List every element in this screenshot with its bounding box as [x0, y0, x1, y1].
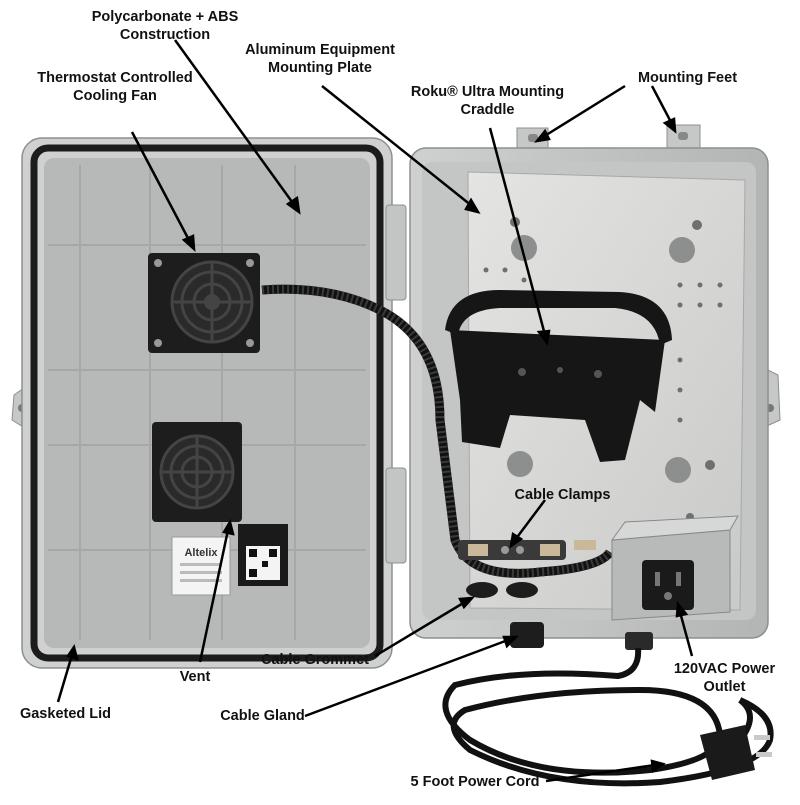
- callout-outlet-line2: Outlet: [703, 679, 746, 695]
- callout-lid: Gasketed Lid: [8, 705, 123, 723]
- vent: [152, 422, 242, 522]
- callout-cradle: Roku® Ultra Mounting Craddle: [395, 83, 580, 119]
- brand-text: Altelix: [184, 547, 218, 559]
- callout-vent-line1: Vent: [179, 669, 211, 685]
- callout-cord: 5 Foot Power Cord: [400, 773, 550, 791]
- callout-fan-line1: Thermostat Controlled: [37, 70, 193, 86]
- cooling-fan: [148, 253, 260, 353]
- qr-label: [238, 524, 288, 586]
- callout-vent: Vent: [165, 668, 225, 686]
- callout-plate-line2: Mounting Plate: [268, 60, 372, 76]
- callout-lid-line1: Gasketed Lid: [19, 706, 112, 722]
- callout-grommet: Cable Grommet: [250, 651, 380, 669]
- plate-holes: [477, 217, 723, 521]
- gasketed-lid: [11, 137, 407, 669]
- callout-cradle-line2: Craddle: [460, 102, 515, 118]
- callout-clamps: Cable Clamps: [495, 486, 630, 504]
- callout-construction-line2: Construction: [119, 27, 211, 43]
- callout-feet-line1: Mounting Feet: [637, 70, 738, 86]
- cable-grommets: [466, 582, 538, 598]
- callout-construction: Polycarbonate + ABS Construction: [60, 8, 270, 44]
- callout-cord-line1: 5 Foot Power Cord: [410, 774, 540, 790]
- plug: [700, 725, 772, 780]
- callout-fan-line2: Cooling Fan: [73, 88, 157, 104]
- callout-plate: Aluminum Equipment Mounting Plate: [225, 41, 415, 77]
- callout-outlet: 120VAC Power Outlet: [662, 660, 787, 696]
- callout-grommet-line1: Cable Grommet: [261, 652, 369, 668]
- power-outlet: [610, 515, 739, 621]
- callout-gland-line1: Cable Gland: [220, 708, 305, 724]
- callout-gland: Cable Gland: [210, 707, 315, 725]
- cable-clamps: [458, 540, 596, 560]
- mounting-cradle: [445, 290, 672, 462]
- callout-cradle-line1: Roku® Ultra Mounting: [410, 84, 565, 100]
- callout-feet: Mounting Feet: [615, 69, 760, 87]
- leader-lines: [56, 39, 694, 783]
- callout-construction-line1: Polycarbonate + ABS: [91, 9, 239, 25]
- callout-plate-line1: Aluminum Equipment: [245, 42, 395, 58]
- callout-outlet-line1: 120VAC Power: [673, 661, 776, 677]
- callout-fan: Thermostat Controlled Cooling Fan: [15, 69, 215, 105]
- callout-clamps-line1: Cable Clamps: [514, 487, 611, 503]
